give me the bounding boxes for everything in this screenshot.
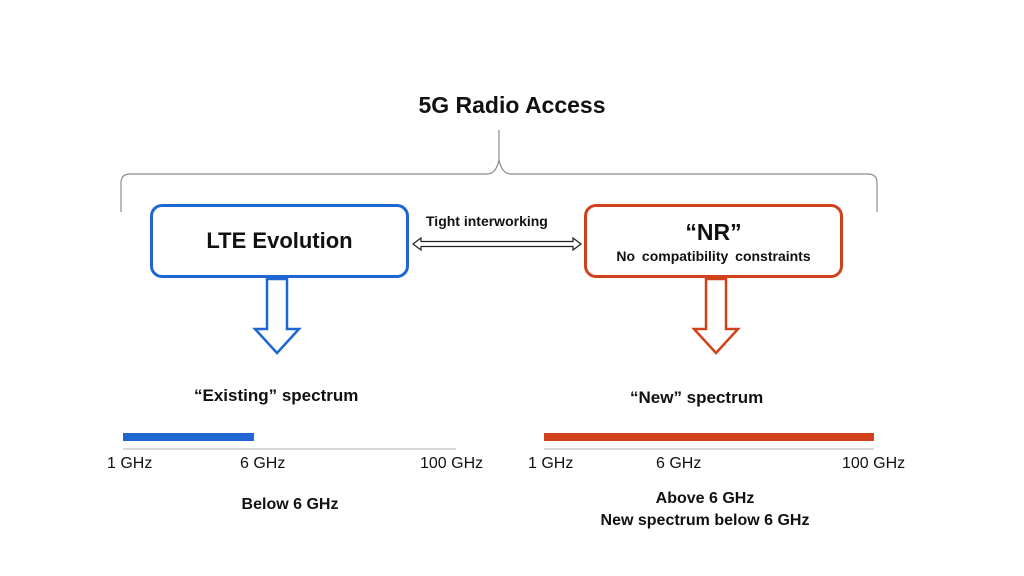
tight-interworking-label: Tight interworking [426, 213, 548, 229]
lte-tick-label: 6 GHz [240, 455, 286, 472]
new-spectrum-heading: “New” spectrum [630, 388, 764, 407]
double-headed-arrow-icon [412, 236, 582, 252]
lte-evolution-box: LTE Evolution [150, 204, 409, 278]
nr-spectrum-bar [544, 433, 874, 441]
diagram-title: 5G Radio Access [418, 92, 606, 118]
nr-tick-label: 1 GHz [528, 455, 574, 472]
nr-box: “NR” No compatibility constraints [584, 204, 843, 278]
nr-tick-label: 6 GHz [656, 455, 702, 472]
lte-footer: Below 6 GHz [241, 496, 339, 513]
nr-footer-line2: New spectrum below 6 GHz [600, 512, 810, 529]
nr-down-arrow-icon [691, 277, 741, 355]
existing-spectrum-heading: “Existing” spectrum [194, 386, 359, 405]
nr-label: “NR” [685, 218, 742, 245]
lte-tick-label: 1 GHz [107, 455, 153, 472]
lte-tick-label: 100 GHz [420, 455, 484, 472]
nr-tick-label: 100 GHz [842, 455, 906, 472]
curly-brace-icon [120, 130, 878, 212]
lte-spectrum-bar [123, 433, 254, 441]
nr-footer-line1: Above 6 GHz [655, 490, 755, 507]
nr-sublabel: No compatibility constraints [616, 247, 811, 264]
lte-evolution-label: LTE Evolution [206, 228, 353, 253]
lte-down-arrow-icon [252, 277, 302, 355]
